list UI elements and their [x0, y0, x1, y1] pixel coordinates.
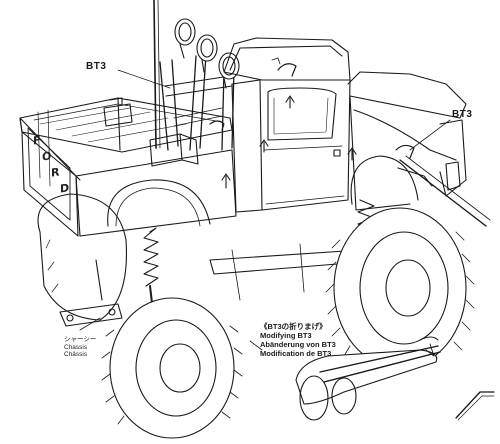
roll-bar — [159, 18, 240, 151]
chassis-label: シャーシー Chassis Châssis — [64, 336, 96, 359]
bt3-clips — [209, 63, 415, 159]
rear-fender — [107, 179, 211, 227]
chassis-label-jp: シャーシー — [64, 336, 97, 343]
tailgate-letter-d: D — [60, 181, 70, 196]
chassis-label-fr: Châssis — [64, 351, 88, 358]
modify-bt3-jp: 《BT3の折りまげ》 — [260, 322, 327, 331]
bt3-modify-inset — [295, 336, 495, 421]
tailgate-letter-o: O — [42, 149, 52, 164]
modify-bt3-en: Modifying BT3 — [260, 331, 312, 340]
modify-bt3-label: 《BT3の折りまげ》 Modifying BT3 Abänderung von … — [260, 322, 336, 358]
wheel-front — [325, 207, 475, 369]
bt3-callout-top: BT3 — [86, 61, 107, 72]
tailgate-letter-r: R — [51, 165, 60, 180]
leader-lines — [79, 69, 451, 351]
wheel-rear-far — [37, 193, 128, 321]
antenna — [153, 0, 161, 149]
wheel-rear-near — [101, 297, 243, 439]
truck-bed — [19, 97, 237, 237]
tailgate-letter-f: F — [33, 133, 41, 148]
modify-bt3-de: Abänderung von BT3 — [260, 340, 336, 349]
hood-front — [347, 71, 491, 227]
bt3-callout-right: BT3 — [452, 109, 473, 120]
modify-bt3-fr: Modification de BT3 — [260, 349, 332, 358]
chassis-label-en: Chassis — [64, 343, 88, 351]
arrows — [221, 95, 357, 189]
